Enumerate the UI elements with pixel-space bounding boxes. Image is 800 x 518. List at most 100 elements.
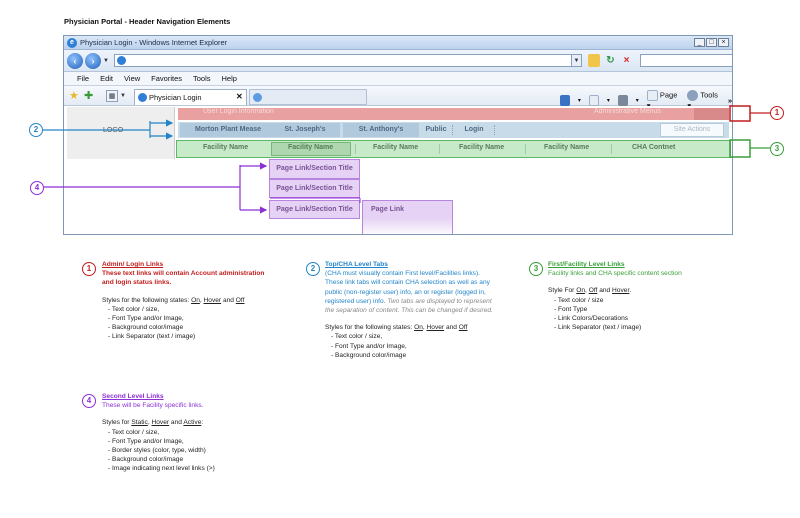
state-label: Off [588, 287, 598, 295]
site-actions-button[interactable]: Site Actions [660, 123, 724, 137]
page-ie-icon [117, 56, 126, 65]
gear-icon [687, 90, 699, 101]
back-arrow-icon[interactable]: ‹ [67, 53, 83, 69]
lock-icon[interactable] [588, 54, 600, 67]
menu-favorites[interactable]: Favorites [151, 74, 182, 83]
menu-edit[interactable]: Edit [100, 74, 114, 83]
browser-window: e Physician Login - Windows Internet Exp… [63, 35, 733, 235]
user-login-info-link[interactable]: User Login Information [203, 108, 274, 115]
admin-menus-link[interactable]: Administrative Menus [594, 108, 661, 115]
second-level-link[interactable]: Page Link/Section Title [269, 200, 360, 219]
search-input[interactable] [640, 54, 732, 67]
tab-login[interactable]: Login [464, 126, 484, 133]
tab-morton-plant-mease[interactable]: Morton Plant Mease [180, 123, 276, 137]
stop-icon[interactable]: × [623, 55, 630, 66]
menu-help[interactable]: Help [221, 74, 237, 83]
logo: LOGO [103, 127, 124, 134]
tools-menu[interactable]: Tools ▾ [687, 90, 719, 110]
note-2-list: Text color / size, Font Type and/or Imag… [325, 332, 493, 360]
callout-1: 1 [770, 106, 784, 120]
state-label: Off [458, 324, 468, 332]
print-dropdown-icon[interactable]: ▾ [635, 97, 639, 104]
print-icon[interactable] [617, 94, 628, 106]
home-icon[interactable] [560, 94, 570, 106]
minimize-icon[interactable]: _ [694, 38, 705, 47]
refresh-icon[interactable]: ↻ [606, 55, 615, 66]
ie-icon: e [67, 38, 77, 48]
title-bar: e Physician Login - Windows Internet Exp… [64, 36, 732, 50]
callout-3-bracket [729, 139, 751, 158]
note-4-states: Styles for Static, Hover and Active: [102, 419, 204, 427]
home-dropdown-icon[interactable]: ▾ [577, 97, 581, 104]
tab-list-dropdown-icon[interactable]: ▼ [120, 93, 126, 99]
list-item: Font Type and/or Image, [331, 342, 493, 351]
note-2-title: Top/CHA Level Tabs [325, 261, 388, 268]
tab-physician-login[interactable]: Physician Login [134, 89, 247, 105]
feeds-dropdown-icon[interactable]: ▾ [606, 97, 610, 104]
address-dropdown-icon[interactable]: ▼ [571, 54, 582, 67]
second-level-link[interactable]: Page Link/Section Title [269, 159, 360, 179]
page-content: LOGO User Login Information Administrati… [64, 106, 732, 234]
list-item: Border styles (color, type, width) [108, 446, 282, 455]
menu-view[interactable]: View [124, 74, 141, 83]
new-tab[interactable] [249, 89, 367, 105]
feeds-icon[interactable] [588, 94, 599, 106]
facility-link-separator [439, 144, 440, 154]
list-item: Link Separator (text / image) [554, 323, 708, 332]
facility-link-separator [355, 144, 356, 154]
facility-link[interactable]: Facility Name [459, 144, 505, 151]
note-3-title: First/Facility Level Links [548, 261, 625, 268]
callout-4: 4 [30, 181, 44, 195]
note-1-states: Styles for the following states: On, Hov… [102, 296, 245, 304]
note-1-title: Admin/ Login Links [102, 261, 164, 268]
note-3-badge: 3 [529, 262, 543, 276]
tab-st-josephs[interactable]: St. Joseph's [270, 123, 340, 137]
note-1-badge: 1 [82, 262, 96, 276]
tab-public[interactable]: Public [425, 126, 447, 133]
note-4-list: Text color / size, Font Type and/or Imag… [102, 428, 282, 474]
note-1-list: Text color / size, Font Type and/or Imag… [102, 305, 267, 342]
facility-links-bar: Facility Name Facility Name Facility Nam… [176, 140, 731, 158]
list-item: Text color / size [554, 296, 708, 305]
favorites-star-icon[interactable]: ★ [69, 90, 79, 102]
cha-content-link[interactable]: CHA Contnet [632, 144, 676, 151]
add-favorite-icon[interactable]: ✚ [84, 90, 94, 102]
more-chevron-icon[interactable]: » [727, 95, 732, 105]
states-prefix: Styles for the following states: [325, 324, 415, 332]
top-tab-separator [452, 125, 453, 135]
menu-tools[interactable]: Tools [193, 74, 211, 83]
state-label: On [191, 296, 200, 304]
state-label: Hover [612, 287, 630, 295]
page-menu[interactable]: Page ▾ [646, 90, 680, 110]
quick-tabs-icon[interactable]: ▦ [106, 90, 118, 102]
state-label: On [414, 324, 423, 332]
state-label: On [576, 287, 586, 295]
close-icon[interactable]: × [718, 38, 729, 47]
note-2-desc-text: (CHA must visually contain First level/F… [325, 270, 490, 305]
facility-link[interactable]: Facility Name [373, 144, 419, 151]
second-level-link[interactable]: Page Link/Section Title [269, 179, 360, 198]
facility-link[interactable]: Facility Name [544, 144, 590, 151]
tab-st-anthonys[interactable]: St. Anthony's [343, 123, 419, 137]
window-controls: _ □ × [694, 38, 729, 47]
command-bar: ▾ ▾ ▾ Page ▾ Tools ▾ » [560, 90, 732, 110]
history-dropdown-icon[interactable]: ▼ [103, 58, 109, 64]
facility-active-highlight [271, 142, 351, 156]
state-label: Hover [426, 324, 445, 332]
facility-link-active[interactable]: Facility Name [288, 144, 334, 151]
note-2: Top/CHA Level Tabs (CHA must visually co… [325, 260, 493, 360]
menu-bar: File Edit View Favorites Tools Help [64, 72, 732, 86]
forward-arrow-icon[interactable]: › [85, 53, 101, 69]
maximize-icon[interactable]: □ [706, 38, 717, 47]
list-item: Font Type and/or Image, [108, 314, 267, 323]
menu-file[interactable]: File [77, 74, 90, 83]
url-input[interactable] [114, 54, 579, 67]
facility-link[interactable]: Facility Name [203, 144, 249, 151]
page-label: Page [659, 90, 678, 100]
tab-close-icon[interactable]: ✕ [236, 92, 243, 101]
facility-link-separator [525, 144, 526, 154]
note-1-desc: These text links will contain Account ad… [102, 270, 265, 287]
third-level-link[interactable]: Page Link [362, 200, 453, 219]
states-prefix: Style For [548, 287, 577, 295]
callout-2: 2 [29, 123, 43, 137]
